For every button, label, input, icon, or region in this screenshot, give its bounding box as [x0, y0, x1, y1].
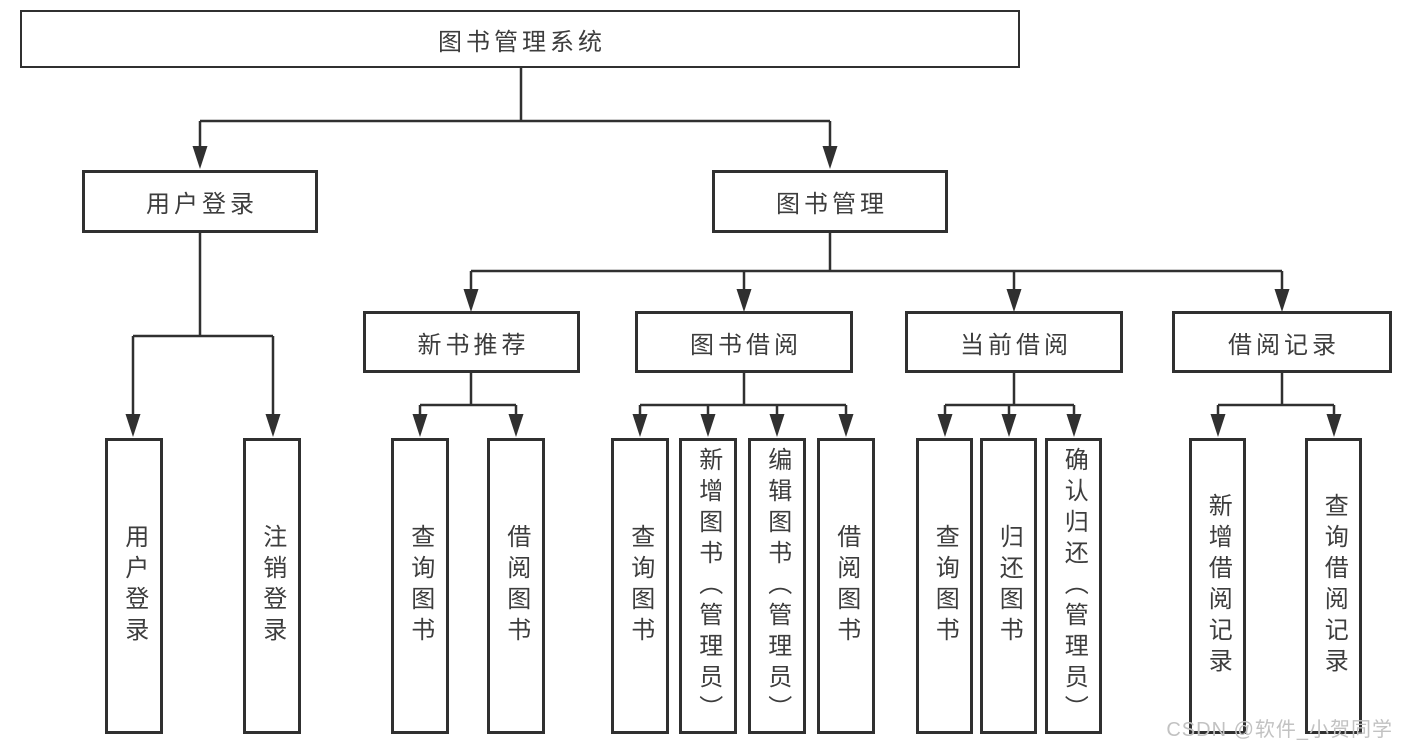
- node-label: 确认归还（管理员）: [1060, 446, 1088, 726]
- node-label: 用户登录: [120, 524, 148, 648]
- node-book-management: 图书管理: [712, 170, 948, 233]
- node-leaf-user-login: 用户登录: [105, 438, 163, 734]
- node-label: 借阅记录: [1228, 331, 1340, 359]
- node-leaf-edit-book-admin: 编辑图书（管理员）: [748, 438, 806, 734]
- node-user-login: 用户登录: [82, 170, 318, 233]
- node-label: 新增图书（管理员）: [694, 446, 722, 726]
- node-label: 归还图书: [995, 524, 1023, 648]
- watermark: CSDN @软件_小贺同学: [1166, 719, 1393, 741]
- node-label: 图书管理: [776, 191, 888, 218]
- node-label: 查询图书: [406, 524, 434, 648]
- node-leaf-logout: 注销登录: [243, 438, 301, 734]
- node-label: 新书推荐: [417, 331, 530, 359]
- node-leaf-return-book: 归还图书: [980, 438, 1037, 734]
- node-library-management-system: 图书管理系统: [20, 10, 1020, 68]
- node-leaf-query-borrow-record: 查询借阅记录: [1305, 438, 1362, 734]
- node-leaf-borrow-books-1: 借阅图书: [487, 438, 545, 734]
- node-label: 注销登录: [258, 524, 286, 648]
- node-borrow-record: 借阅记录: [1172, 311, 1392, 373]
- node-label: 编辑图书（管理员）: [763, 446, 791, 726]
- node-label: 图书管理系统: [438, 28, 606, 56]
- node-leaf-query-books-2: 查询图书: [611, 438, 669, 734]
- node-leaf-add-borrow-record: 新增借阅记录: [1189, 438, 1246, 734]
- node-label: 查询图书: [931, 524, 959, 648]
- node-new-book-recommend: 新书推荐: [363, 311, 580, 373]
- node-label: 当前借阅: [960, 331, 1072, 359]
- node-label: 用户登录: [146, 191, 258, 218]
- node-label: 查询图书: [626, 524, 654, 648]
- node-leaf-add-book-admin: 新增图书（管理员）: [679, 438, 737, 734]
- node-book-borrow: 图书借阅: [635, 311, 853, 373]
- node-leaf-confirm-return-admin: 确认归还（管理员）: [1045, 438, 1102, 734]
- node-current-borrow: 当前借阅: [905, 311, 1123, 373]
- node-label: 新增借阅记录: [1204, 493, 1232, 679]
- node-label: 查询借阅记录: [1320, 493, 1348, 679]
- node-label: 图书借阅: [690, 331, 802, 359]
- node-label: 借阅图书: [832, 524, 860, 648]
- node-label: 借阅图书: [502, 524, 530, 648]
- node-leaf-query-books-1: 查询图书: [391, 438, 449, 734]
- node-leaf-query-books-3: 查询图书: [916, 438, 973, 734]
- node-leaf-borrow-books-2: 借阅图书: [817, 438, 875, 734]
